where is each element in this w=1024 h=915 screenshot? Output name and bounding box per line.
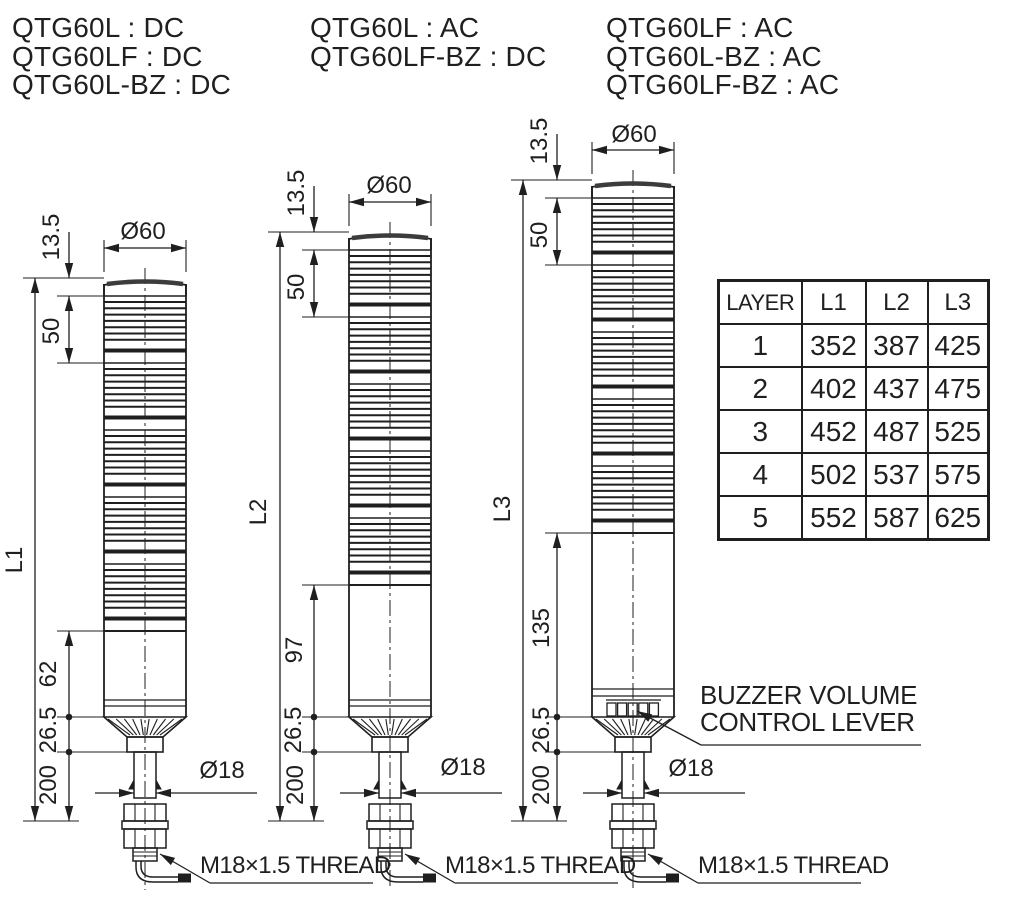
model-name: QTG60L : DC [12, 12, 185, 43]
dim-body-height-label: 62 [35, 660, 62, 688]
thread-spec-label: M18×1.5 THREAD [200, 852, 391, 879]
dim-lens-unit-height-label: 50 [38, 317, 65, 345]
dim-cap-height-label: 13.5 [526, 117, 553, 165]
table-cell: 575 [926, 452, 990, 497]
table-cell: 437 [864, 366, 929, 411]
dim-top-diameter-label: Ø60 [611, 121, 657, 148]
table-header-cell: L2 [864, 279, 929, 325]
dim-stem-diameter-label: Ø18 [668, 755, 714, 782]
table-header-cell: LAYER [717, 279, 803, 325]
dim-top-diameter-label: Ø60 [120, 218, 166, 245]
table-cell: 2 [717, 366, 803, 411]
model-name: QTG60L-BZ : AC [606, 40, 822, 72]
dim-base-height-label: 26.5 [35, 706, 62, 754]
dim-body-height-label: 97 [281, 636, 308, 664]
table-cell: 1 [717, 323, 803, 368]
dim-overall-height-label: L3 [489, 495, 516, 523]
table-cell: 552 [800, 495, 867, 541]
table-cell: 625 [926, 495, 990, 541]
table-row: 3 452 487 525 [717, 409, 990, 454]
buzzer-volume-label-line2: CONTROL LEVER [700, 707, 915, 737]
dim-top-diameter-label: Ø60 [366, 172, 412, 199]
buzzer-volume-label-line1: BUZZER VOLUME [700, 680, 918, 710]
dim-base-height-label: 26.5 [528, 706, 555, 754]
table-cell: 5 [717, 495, 803, 541]
table-cell: 587 [864, 495, 929, 541]
table-header-cell: L1 [800, 279, 867, 325]
layer-size-table: LAYER L1 L2 L3 1 352 387 425 2 402 437 4… [717, 279, 990, 541]
dim-mount-length-label: 200 [282, 764, 309, 806]
dim-lens-unit-height-label: 50 [283, 273, 310, 301]
buzzer-volume-note: BUZZER VOLUME CONTROL LEVER [700, 682, 917, 736]
model-name: QTG60LF : AC [606, 12, 794, 43]
dim-base-height-label: 26.5 [280, 706, 307, 754]
table-row: 1 352 387 425 [717, 323, 990, 368]
table-row: 2 402 437 475 [717, 366, 990, 411]
table-cell: 502 [800, 452, 867, 497]
model-name: QTG60LF-BZ : AC [606, 69, 840, 100]
table-cell: 352 [800, 323, 867, 368]
dim-mount-length-label: 200 [35, 764, 62, 806]
dim-overall-height-label: L2 [245, 498, 272, 526]
dim-mount-length-label: 200 [528, 764, 555, 806]
dim-cap-height-label: 13.5 [283, 169, 310, 217]
table-cell: 525 [926, 409, 990, 454]
table-cell: 475 [926, 366, 990, 411]
model-name: QTG60L-BZ : DC [12, 69, 232, 100]
dim-overall-height-label: L1 [1, 546, 28, 574]
table-cell: 3 [717, 409, 803, 454]
table-cell: 387 [864, 323, 929, 368]
table-row: 5 552 587 625 [717, 495, 990, 541]
model-list-mixed: QTG60L : AC QTG60LF-BZ : DC [310, 12, 547, 72]
thread-spec-label: M18×1.5 THREAD [445, 852, 636, 879]
table-cell: 4 [717, 452, 803, 497]
table-cell: 452 [800, 409, 867, 454]
table-cell: 402 [800, 366, 867, 411]
thread-spec-label: M18×1.5 THREAD [698, 852, 889, 879]
model-list-ac: QTG60LF : AC QTG60L-BZ : AC QTG60LF-BZ :… [606, 12, 840, 100]
table-cell: 425 [926, 323, 990, 368]
table-row: 4 502 537 575 [717, 452, 990, 497]
table-cell: 487 [864, 409, 929, 454]
dim-stem-diameter-label: Ø18 [199, 757, 245, 784]
model-name: QTG60LF-BZ : DC [310, 40, 547, 72]
dim-body-height-label: 135 [528, 607, 555, 649]
dim-lens-unit-height-label: 50 [526, 221, 553, 249]
table-cell: 537 [864, 452, 929, 497]
model-list-dc: QTG60L : DC QTG60LF : DC QTG60L-BZ : DC [12, 12, 232, 100]
table-header-cell: L3 [926, 279, 990, 325]
dim-stem-diameter-label: Ø18 [440, 754, 486, 781]
model-name: QTG60L : AC [310, 12, 480, 43]
model-name: QTG60LF : DC [12, 40, 203, 72]
dim-cap-height-label: 13.5 [38, 213, 65, 261]
